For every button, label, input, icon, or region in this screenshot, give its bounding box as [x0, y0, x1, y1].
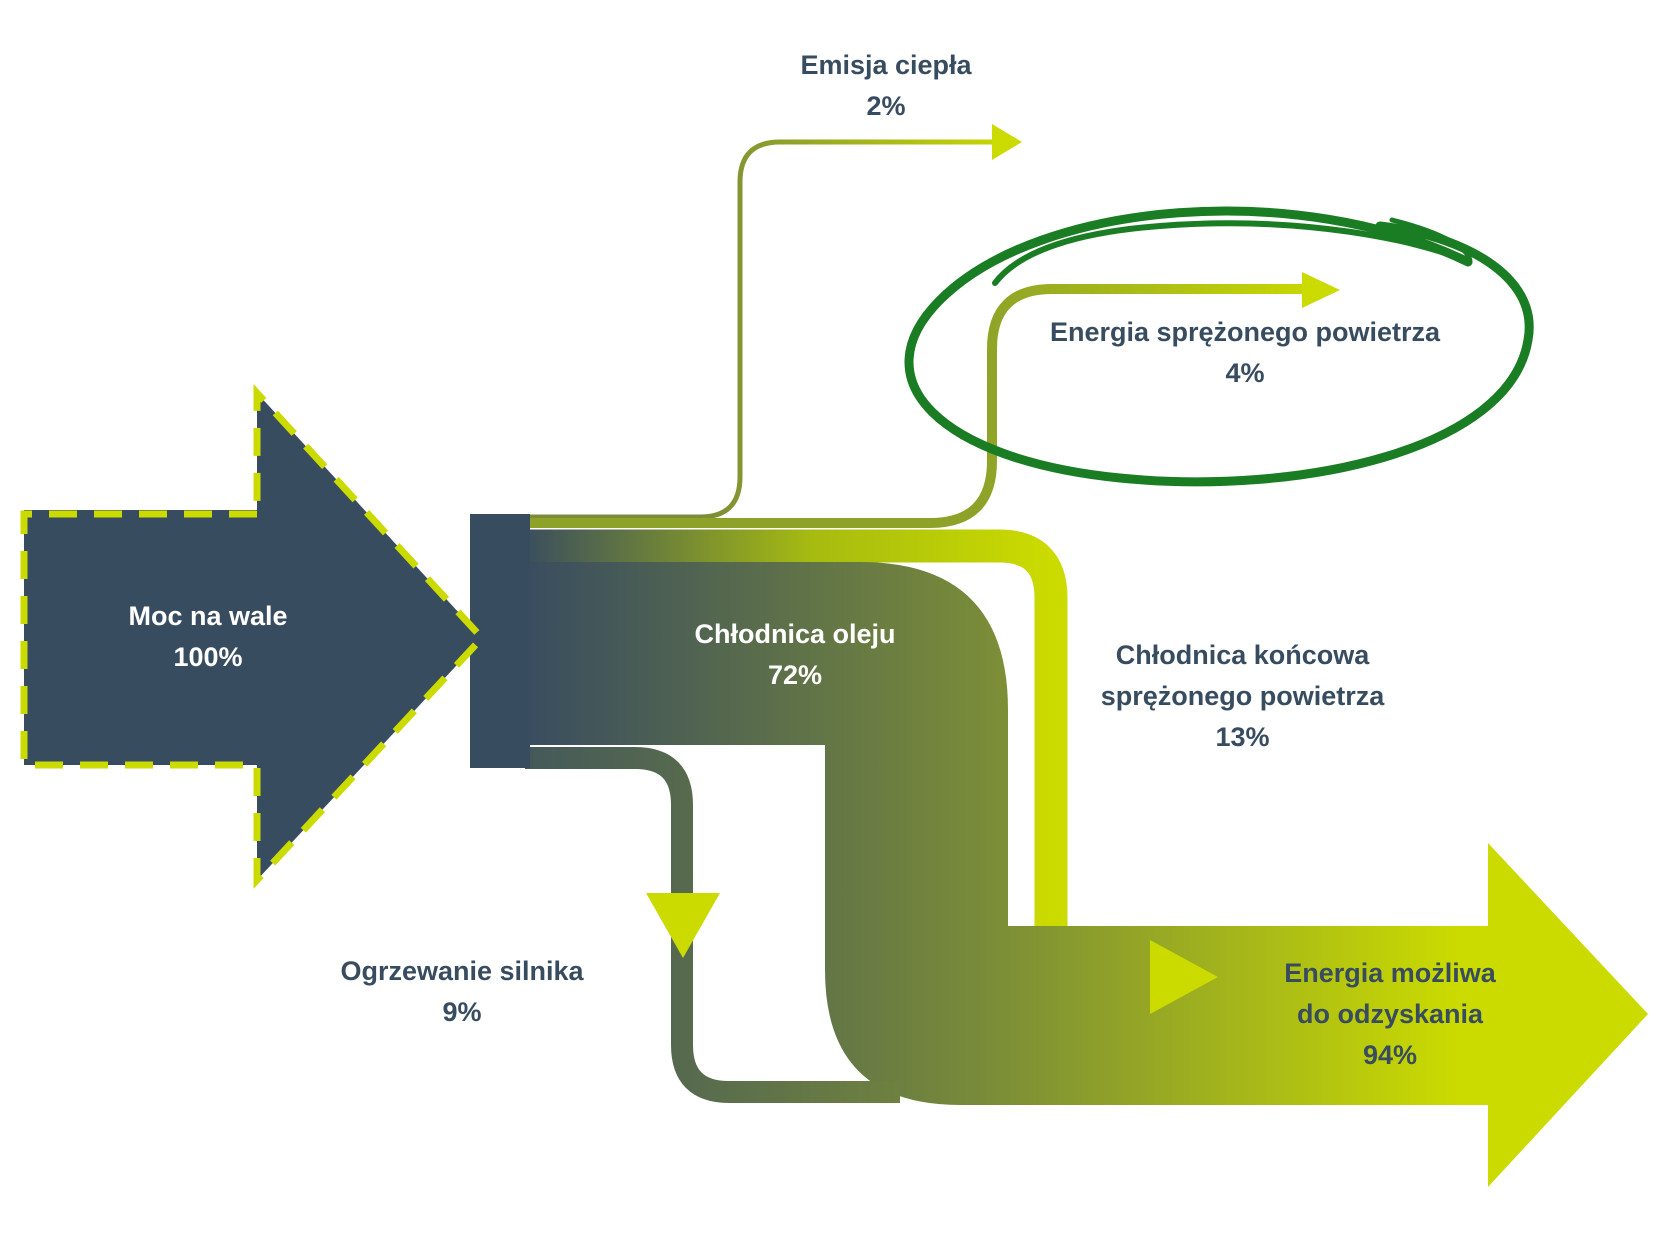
source-arrow-shaft: [470, 514, 530, 768]
label-recoverable-energy: Energia możliwa do odzyskania 94%: [1240, 953, 1540, 1076]
flow-compressed-air-energy: [525, 284, 1310, 528]
aftercooler-arrowhead: [1150, 940, 1218, 1014]
recoverable-energy-arrowhead: [1455, 843, 1648, 1187]
compressed-air-energy-value: 4%: [1225, 358, 1265, 388]
source-value: 100%: [173, 642, 243, 672]
compressed-air-energy-title: Energia sprężonego powietrza: [1049, 317, 1441, 347]
aftercooler-title-line2: sprężonego powietrza: [1100, 681, 1385, 711]
label-engine-heating: Ogrzewanie silnika 9%: [322, 951, 602, 1033]
recoverable-title-line2: do odzyskania: [1296, 999, 1484, 1029]
aftercooler-value: 13%: [1215, 722, 1270, 752]
aftercooler-title-line1: Chłodnica końcowa: [1115, 640, 1370, 670]
flow-oil-cooler: [525, 562, 1460, 1105]
flow-heat-emission: [525, 139, 1000, 520]
label-heat-emission: Emisja ciepła 2%: [786, 45, 986, 127]
label-source: Moc na wale 100%: [88, 596, 328, 678]
oil-cooler-title: Chłodnica oleju: [694, 619, 896, 649]
oil-cooler-value: 72%: [767, 660, 823, 690]
heat-emission-title: Emisja ciepła: [800, 50, 972, 80]
engine-heating-arrowhead: [646, 893, 720, 958]
label-aftercooler: Chłodnica końcowa sprężonego powietrza 1…: [1070, 635, 1415, 758]
source-arrow-dashed-outline: [20, 384, 487, 889]
label-oil-cooler: Chłodnica oleju 72%: [655, 614, 935, 696]
recoverable-value: 94%: [1362, 1040, 1418, 1070]
source-title: Moc na wale: [128, 601, 288, 631]
heat-emission-value: 2%: [866, 91, 906, 121]
heat-emission-arrowhead: [992, 124, 1022, 160]
engine-heating-title: Ogrzewanie silnika: [340, 956, 584, 986]
highlight-ellipse: [904, 206, 1534, 487]
recoverable-title-line1: Energia możliwa: [1284, 958, 1496, 988]
label-compressed-air-energy: Energia sprężonego powietrza 4%: [1020, 312, 1470, 394]
compressed-air-arrowhead: [1302, 272, 1340, 308]
engine-heating-value: 9%: [442, 997, 482, 1027]
